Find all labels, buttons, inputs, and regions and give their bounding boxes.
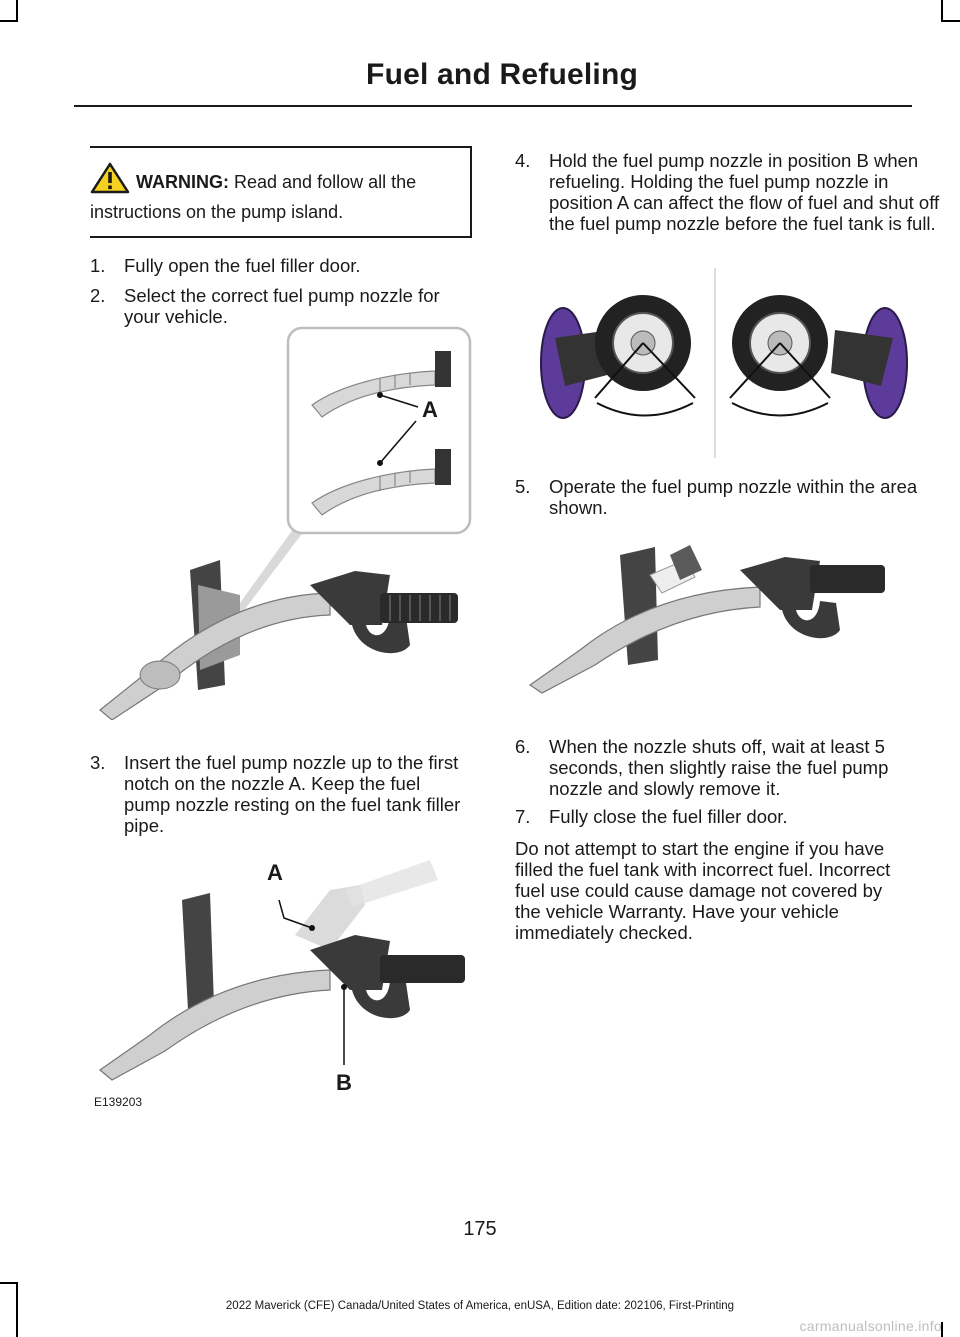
figure-nozzle-positions: A B E139203 xyxy=(90,855,472,1110)
figure-label-a: A xyxy=(267,860,283,885)
step-number: 7. xyxy=(515,806,531,827)
header-divider xyxy=(74,105,912,107)
list-item: 5. Operate the fuel pump nozzle within t… xyxy=(515,476,941,518)
list-item: 4. Hold the fuel pump nozzle in position… xyxy=(515,150,941,234)
list-item: 6. When the nozzle shuts off, wait at le… xyxy=(515,736,941,799)
list-item: 2. Select the correct fuel pump nozzle f… xyxy=(90,285,472,327)
left-column: WARNING: Read and follow all the instruc… xyxy=(90,146,472,327)
crop-mark xyxy=(16,0,18,22)
figure-filler-neck-angles xyxy=(535,268,910,458)
figure-operating-area xyxy=(520,535,890,695)
step-text: Fully open the fuel filler door. xyxy=(124,255,361,276)
footer-edition: 2022 Maverick (CFE) Canada/United States… xyxy=(225,1300,735,1312)
step-number: 3. xyxy=(90,752,106,773)
warning-label: WARNING: xyxy=(136,172,229,192)
step-text: Fully close the fuel filler door. xyxy=(549,806,788,827)
step-number: 5. xyxy=(515,476,531,497)
watermark: carmanualsonline.info xyxy=(799,1318,942,1334)
crop-mark xyxy=(941,1322,943,1337)
page-title: Fuel and Refueling xyxy=(366,58,638,91)
step-text: When the nozzle shuts off, wait at least… xyxy=(549,736,889,799)
step-number: 6. xyxy=(515,736,531,757)
warning-text: Read and follow all the instructions on … xyxy=(90,172,417,222)
warning-triangle-icon xyxy=(90,162,130,200)
step-text: Operate the fuel pump nozzle within the … xyxy=(549,476,918,518)
figure-code: E139203 xyxy=(94,1095,143,1109)
list-item: 7. Fully close the fuel filler door. xyxy=(515,806,941,827)
closing-paragraph: Do not attempt to start the engine if yo… xyxy=(515,838,891,943)
step-text: Insert the fuel pump nozzle up to the fi… xyxy=(124,752,461,836)
warning-box: WARNING: Read and follow all the instruc… xyxy=(90,146,472,238)
step-text: Hold the fuel pump nozzle in position B … xyxy=(549,150,940,234)
list-item: 1. Fully open the fuel filler door. xyxy=(90,255,472,276)
figure-label-a: A xyxy=(422,397,438,422)
list-item: 3. Insert the fuel pump nozzle up to the… xyxy=(90,752,470,836)
step-text: Select the correct fuel pump nozzle for … xyxy=(124,285,440,327)
step-number: 4. xyxy=(515,150,531,171)
crop-mark xyxy=(16,1282,18,1337)
figure-nozzle-selection: A xyxy=(90,325,472,721)
page-number: 175 xyxy=(463,1218,497,1240)
step-number: 2. xyxy=(90,285,106,306)
crop-mark xyxy=(0,20,18,22)
crop-mark xyxy=(941,20,960,22)
crop-mark xyxy=(0,1282,18,1284)
step-number: 1. xyxy=(90,255,106,276)
figure-label-b: B xyxy=(336,1070,352,1095)
crop-mark xyxy=(941,0,943,22)
